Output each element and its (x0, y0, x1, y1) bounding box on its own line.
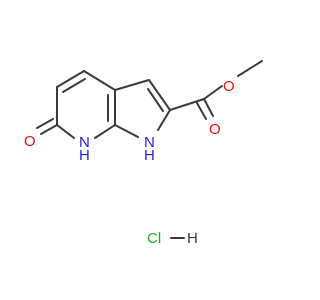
structure-drawing: O N H N H O O Cl H (24, 60, 263, 247)
bond-c2-carbonyl (169, 98, 205, 111)
bond-c5-c4-double (62, 78, 86, 93)
bond-c6-o (40, 124, 58, 135)
bond-c5-c4 (56, 70, 85, 88)
bond-carbonyl-o-single (203, 85, 223, 100)
bond-c3a-c3 (114, 79, 150, 91)
bond-carbonyl-o-double-2 (196, 102, 207, 120)
bond-c7a-n7 (94, 124, 116, 139)
bond-n1-c7a (114, 124, 139, 138)
atom-label-ring-nitrogen-7: N (79, 134, 90, 151)
bond-c3-c2 (148, 79, 171, 111)
bond-c4-c3a (83, 70, 116, 91)
atom-label-ring-nitrogen-1-hydrogen: H (144, 147, 155, 164)
bond-c3-c2-double (147, 88, 164, 112)
atom-label-ring-nitrogen-7-hydrogen: H (79, 147, 90, 164)
molecule-diagram: O N H N H O O Cl H (24, 60, 263, 247)
bond-c6-o-double (36, 118, 54, 129)
salt-label-hydrogen: H (187, 230, 198, 247)
bond-o-methyl (237, 60, 263, 77)
bond-carbonyl-o-double (203, 98, 214, 117)
atom-label-carbonyl-oxygen: O (24, 133, 36, 150)
bond-n7-c6 (56, 124, 75, 139)
salt-label-chloride: Cl (147, 230, 161, 247)
bond-c2-n1 (157, 109, 171, 131)
atom-label-ester-oxygen-single: O (223, 78, 235, 95)
atom-label-ester-oxygen-double: O (209, 121, 221, 138)
atom-label-ring-nitrogen-1: N (144, 134, 155, 151)
